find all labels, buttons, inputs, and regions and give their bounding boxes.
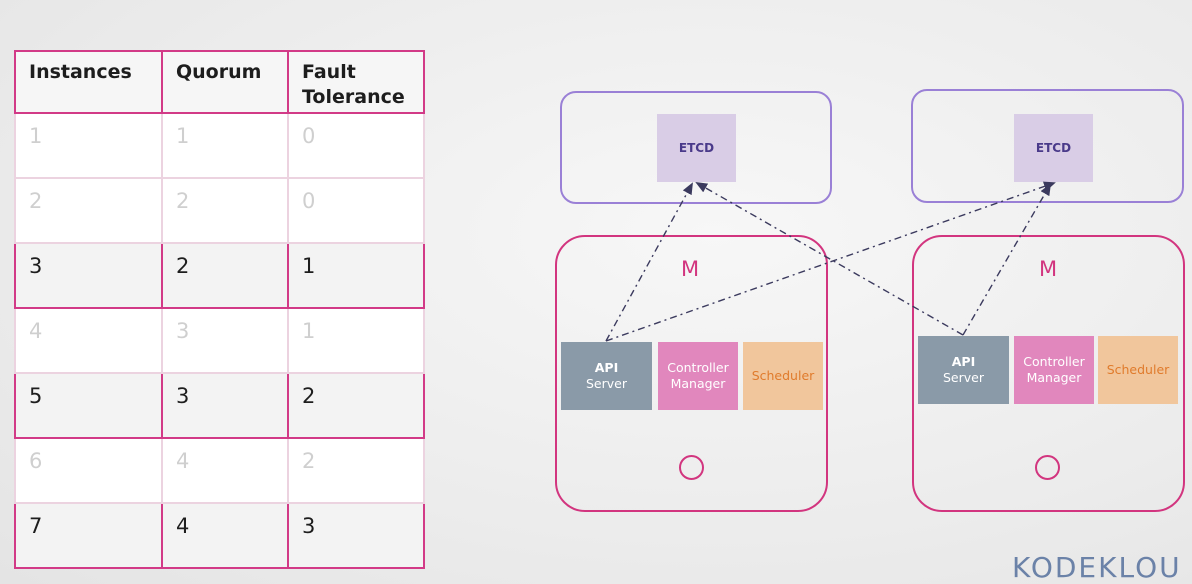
table-header-row: Instances Quorum Fault Tolerance [14,50,425,114]
master-label-2: M [1038,257,1058,281]
cell-fault-tolerance: 1 [287,242,425,309]
api-server-sublabel: Server [943,370,984,385]
cell-fault-tolerance: 0 [287,112,425,179]
scheduler-label: Scheduler [751,368,815,383]
home-button-icon-2 [1035,455,1060,480]
kodekloud-logo: KODEKLOU [1012,551,1182,584]
table-row: 7 4 3 [14,502,425,569]
cell-instances: 6 [14,437,163,504]
controller-sublabel: Manager [670,376,726,391]
cell-quorum: 2 [161,242,289,309]
cell-instances: 4 [14,307,163,374]
etcd-block-1: ETCD [657,114,736,182]
cell-quorum: 2 [161,177,289,244]
table-row: 5 3 2 [14,372,425,439]
scheduler-1: Scheduler [743,342,823,410]
cell-instances: 5 [14,372,163,439]
cell-instances: 7 [14,502,163,569]
cell-quorum: 1 [161,112,289,179]
table-row: 2 2 0 [14,177,425,244]
controller-sublabel: Manager [1026,370,1082,385]
cell-quorum: 4 [161,502,289,569]
cell-fault-tolerance: 0 [287,177,425,244]
cell-quorum: 3 [161,307,289,374]
api-server-1: API Server [561,342,652,410]
table-row: 6 4 2 [14,437,425,504]
controller-manager-1: Controller Manager [658,342,738,410]
master-label-1: M [680,257,700,281]
cell-instances: 1 [14,112,163,179]
controller-label: Controller [667,360,729,375]
header-instances: Instances [14,50,163,114]
controller-label: Controller [1023,354,1085,369]
etcd-block-2: ETCD [1014,114,1093,182]
home-button-icon-1 [679,455,704,480]
api-server-label: API [951,354,976,369]
scheduler-label: Scheduler [1106,362,1170,377]
header-fault-tolerance: Fault Tolerance [287,50,425,114]
table-row: 3 2 1 [14,242,425,309]
cell-fault-tolerance: 2 [287,437,425,504]
quorum-table: Instances Quorum Fault Tolerance 1 1 0 2… [14,50,425,569]
table-row: 4 3 1 [14,307,425,374]
scheduler-2: Scheduler [1098,336,1178,404]
cell-instances: 2 [14,177,163,244]
cell-fault-tolerance: 3 [287,502,425,569]
table-row: 1 1 0 [14,112,425,179]
cell-instances: 3 [14,242,163,309]
cell-quorum: 4 [161,437,289,504]
api-server-label: API [594,360,619,375]
cell-fault-tolerance: 1 [287,307,425,374]
cell-fault-tolerance: 2 [287,372,425,439]
api-server-sublabel: Server [586,376,627,391]
cell-quorum: 3 [161,372,289,439]
header-quorum: Quorum [161,50,289,114]
controller-manager-2: Controller Manager [1014,336,1094,404]
api-server-2: API Server [918,336,1009,404]
